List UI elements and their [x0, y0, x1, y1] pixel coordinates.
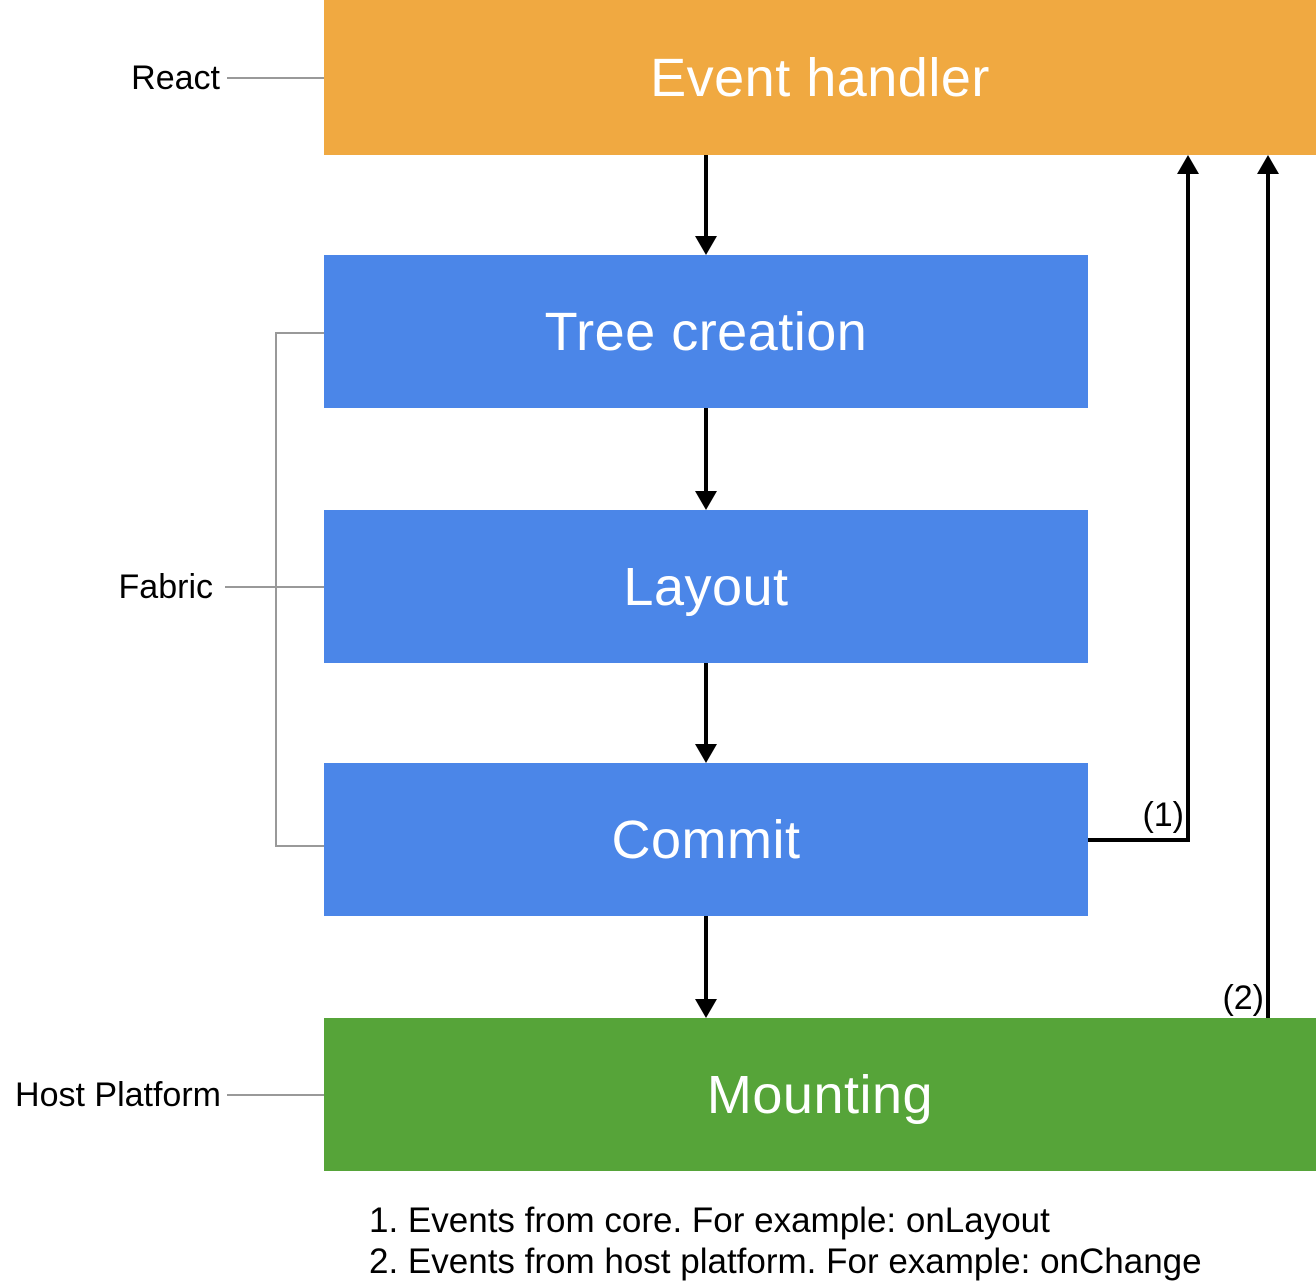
tree-creation-label: Tree creation	[544, 301, 868, 362]
event-handler-node: Event handler	[324, 0, 1316, 155]
annotation-events-from-host: (2)	[1222, 979, 1264, 1017]
event-handler-label: Event handler	[650, 47, 990, 108]
annotation-events-from-core: (1)	[1142, 796, 1184, 834]
footnote-2: 2. Events from host platform. For exampl…	[369, 1242, 1202, 1281]
mounting-label: Mounting	[706, 1064, 934, 1125]
layout-node: Layout	[324, 510, 1088, 663]
react-connector-line	[227, 77, 324, 79]
feedback-arrow-2-vertical	[1266, 171, 1270, 1018]
commit-label: Commit	[611, 809, 801, 870]
fabric-bracket-bottom-stub	[275, 845, 324, 847]
mounting-node: Mounting	[324, 1018, 1316, 1171]
arrow-tree-to-layout-head-icon	[695, 491, 717, 510]
fabric-bracket-vertical	[275, 332, 277, 846]
feedback-arrow-1-vertical	[1186, 171, 1190, 842]
layout-label: Layout	[623, 556, 789, 617]
arrow-layout-to-commit-head-icon	[695, 744, 717, 763]
fabric-group-label: Fabric	[118, 568, 213, 606]
fabric-bracket-top-stub	[275, 332, 324, 334]
arrow-tree-to-layout-stem	[704, 408, 708, 491]
tree-creation-node: Tree creation	[324, 255, 1088, 408]
feedback-arrow-1-head-icon	[1177, 155, 1199, 174]
commit-node: Commit	[324, 763, 1088, 916]
host-platform-group-label: Host Platform	[15, 1076, 221, 1114]
arrow-event-to-tree-stem	[704, 155, 708, 236]
footnotes: 1. Events from core. For example: onLayo…	[369, 1200, 1202, 1282]
fabric-connector-line	[225, 586, 324, 588]
host-platform-connector-line	[227, 1094, 324, 1096]
react-group-label: React	[131, 59, 220, 97]
arrow-event-to-tree-head-icon	[695, 236, 717, 255]
arrow-commit-to-mounting-stem	[704, 916, 708, 999]
footnote-1: 1. Events from core. For example: onLayo…	[369, 1201, 1050, 1240]
arrow-layout-to-commit-stem	[704, 663, 708, 744]
feedback-arrow-1-horizontal	[1088, 838, 1188, 842]
arrow-commit-to-mounting-head-icon	[695, 999, 717, 1018]
feedback-arrow-2-head-icon	[1257, 155, 1279, 174]
